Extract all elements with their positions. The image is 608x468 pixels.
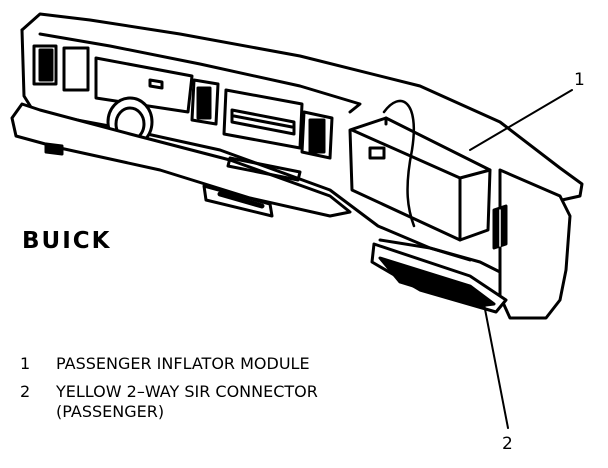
callout-2: 2 (502, 434, 513, 454)
legend-item: 1 PASSENGER INFLATOR MODULE (20, 354, 356, 374)
lower-center-slot (226, 156, 302, 182)
legend-item: 2 YELLOW 2–WAY SIR CONNECTOR (PASSENGER) (20, 382, 356, 422)
legend-number: 1 (20, 354, 31, 373)
instrument-cluster-face (94, 56, 194, 114)
dash-right-end (498, 168, 572, 320)
leader-line-1 (469, 89, 573, 151)
radio-panel (222, 88, 304, 150)
center-air-vent (190, 78, 220, 126)
leader-line-2 (483, 303, 509, 429)
left-switch-panel (62, 46, 90, 92)
passenger-inflator-module (348, 99, 492, 242)
legend-number: 2 (20, 382, 31, 401)
dash-top-outline (20, 12, 584, 202)
legend: 1 PASSENGER INFLATOR MODULE 2 YELLOW 2–W… (20, 354, 356, 430)
left-air-vent (32, 44, 58, 86)
cluster-hood-line (38, 32, 362, 114)
callout-1: 1 (574, 70, 585, 90)
cluster-indicator (148, 78, 164, 90)
lower-left-bracket (44, 142, 64, 156)
right-center-air-vent (300, 110, 334, 160)
brand-label: BUICK (22, 228, 112, 254)
sir-connector-area (378, 256, 496, 308)
legend-text: PASSENGER INFLATOR MODULE (56, 354, 310, 373)
legend-text: YELLOW 2–WAY SIR CONNECTOR (PASSENGER) (56, 382, 318, 421)
